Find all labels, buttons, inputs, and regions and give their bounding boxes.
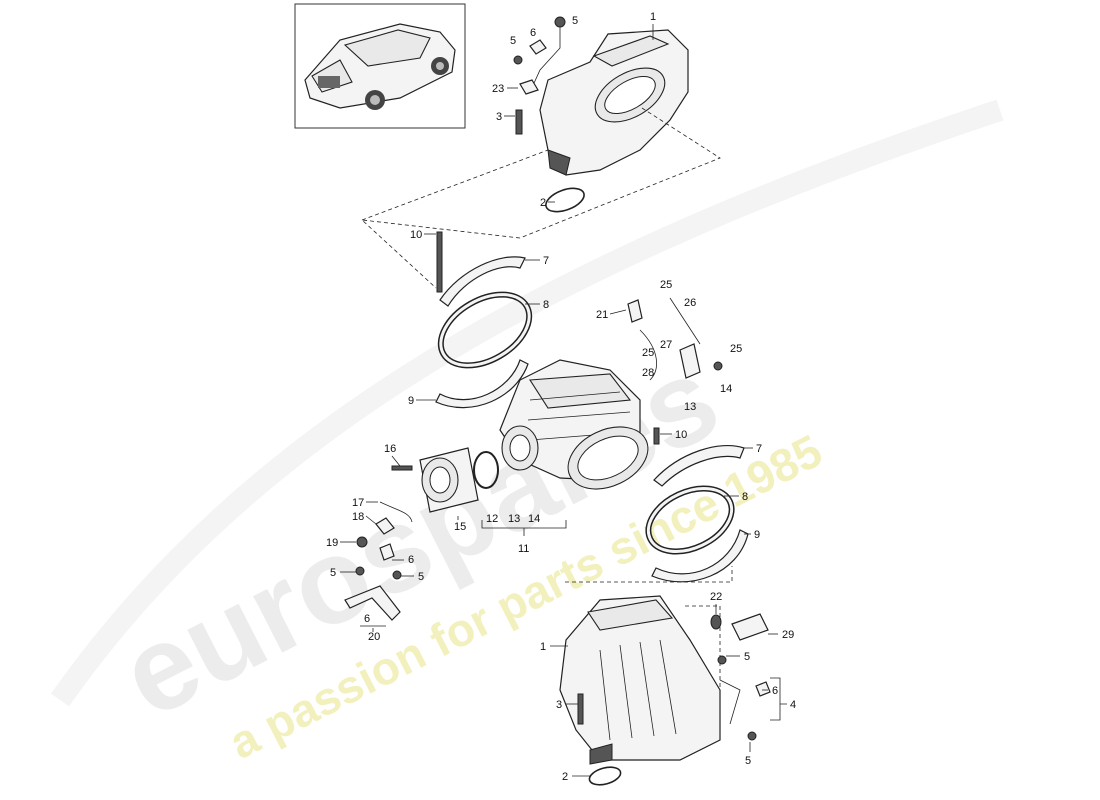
- callout-label: 10: [675, 429, 687, 441]
- callout-label: 2: [562, 771, 568, 783]
- callout-label: 5: [744, 651, 750, 663]
- bottom-intake-manifold: [559, 595, 771, 786]
- callout-label: 4: [790, 699, 796, 711]
- callout-label: 5: [745, 755, 751, 767]
- callout-label: 25: [660, 279, 672, 291]
- callout-label: 13: [508, 513, 520, 525]
- callout-label: 6: [772, 685, 778, 697]
- callout-label: 10: [410, 229, 422, 241]
- callout-label: 5: [330, 567, 336, 579]
- callout-label: 3: [556, 699, 562, 711]
- callout-label: 20: [368, 631, 380, 643]
- callout-label: 7: [543, 255, 549, 267]
- callout-label: 14: [720, 383, 732, 395]
- callout-label: 2: [540, 197, 546, 209]
- callout-label: 23: [492, 83, 504, 95]
- callout-label: 26: [684, 297, 696, 309]
- callout-label: 29: [782, 629, 794, 641]
- callout-label: 12: [486, 513, 498, 525]
- callout-label: 28: [642, 367, 654, 379]
- callout-label: 7: [756, 443, 762, 455]
- callout-label: 16: [384, 443, 396, 455]
- callout-label: 5: [510, 35, 516, 47]
- callout-label: 8: [543, 299, 549, 311]
- left-clamp-set: [435, 231, 533, 409]
- callout-label: 13: [684, 401, 696, 413]
- callout-label: 9: [408, 395, 414, 407]
- callout-label: 3: [496, 111, 502, 123]
- car-thumbnail: [294, 3, 466, 129]
- top-intake-manifold: [513, 16, 689, 213]
- callout-label: 17: [352, 497, 364, 509]
- callout-label: 25: [730, 343, 742, 355]
- callout-label: 15: [454, 521, 466, 533]
- callout-label: 27: [660, 339, 672, 351]
- callout-label: 6: [530, 27, 536, 39]
- intake-distributor: [499, 297, 723, 490]
- callout-label: 6: [364, 613, 370, 625]
- callout-label: 25: [642, 347, 654, 359]
- callout-label: 18: [352, 511, 364, 523]
- right-clamp-set: [645, 444, 749, 583]
- callout-label: 9: [754, 529, 760, 541]
- callout-label: 1: [540, 641, 546, 653]
- callout-label: 19: [326, 537, 338, 549]
- callout-label: 14: [528, 513, 540, 525]
- throttle-body: [344, 447, 567, 621]
- callout-label: 1: [650, 11, 656, 23]
- callout-label: 5: [418, 571, 424, 583]
- callout-label: 8: [742, 491, 748, 503]
- callout-label: 22: [710, 591, 722, 603]
- callout-label: 5: [572, 15, 578, 27]
- callout-label: 6: [408, 554, 414, 566]
- callout-label: 21: [596, 309, 608, 321]
- callout-labels: 1 5 6 5 23 3 2 10 7 8 9 21 25 26 25 27 2…: [326, 11, 796, 783]
- callout-label: 11: [518, 543, 529, 555]
